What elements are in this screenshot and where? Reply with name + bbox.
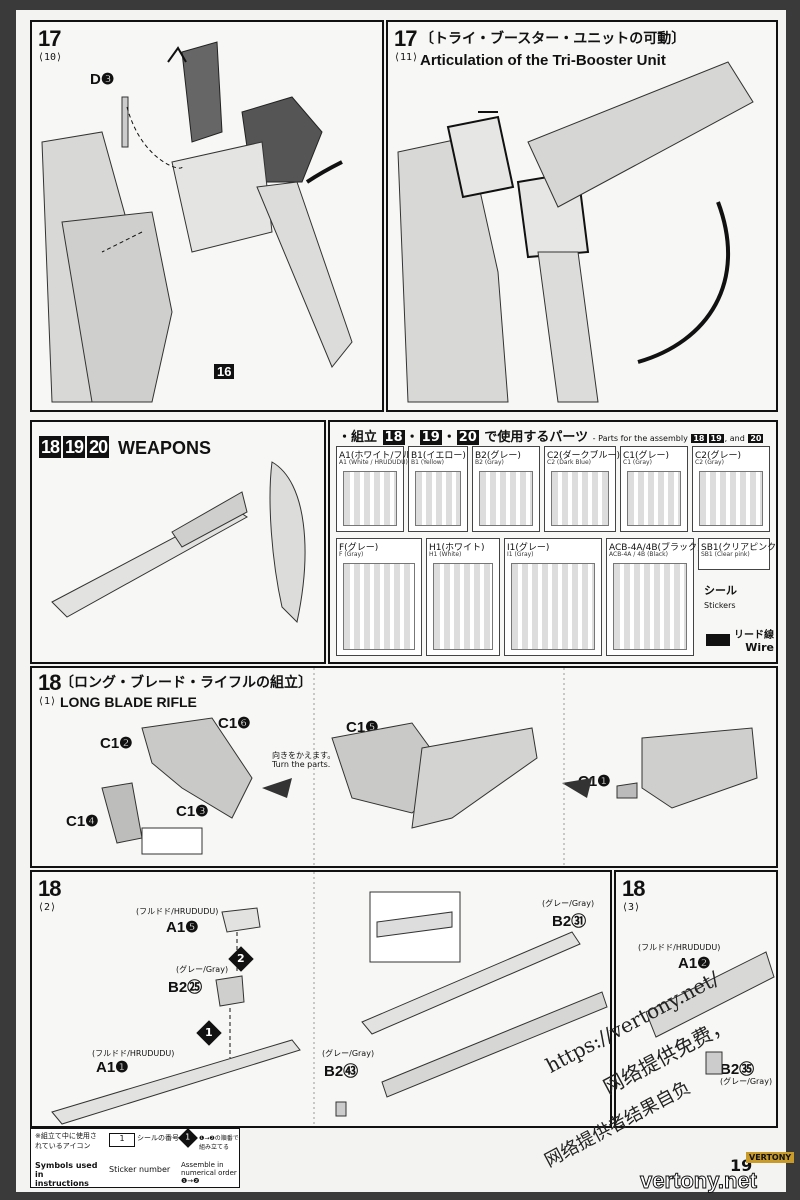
b243-color-note: (グレー/Gray) <box>322 1049 375 1058</box>
sub-step: ⟨2⟩ <box>38 902 57 913</box>
sub-step: ⟨3⟩ <box>622 902 641 913</box>
sticker-icon: 1 <box>109 1133 135 1147</box>
step-number: 18 <box>38 876 62 901</box>
step17-11-illustration <box>397 61 754 403</box>
sub-step: ⟨10⟩ <box>38 52 63 63</box>
step-title-jp: 〔ロング・ブレード・ライフルの組立〕 <box>60 675 312 691</box>
sticker-sheet <box>706 634 730 646</box>
step-number: 17 <box>38 26 62 51</box>
step17-10-panel: 17 ⟨10⟩ D❸ 16 <box>30 20 384 412</box>
step-title-en: Articulation of the Tri-Booster Unit <box>420 52 666 69</box>
parts-panel: ・組立 18・19・20 で使用するパーツ - Parts for the as… <box>328 420 778 664</box>
a15-color-note: (フルドド/HRUDUDU) <box>136 907 219 916</box>
part-runner-acb: ACB-4A/4B(ブラック)ACB-4A / 4B (Black) <box>606 538 701 656</box>
part-label-c13: C1❸ <box>176 803 209 820</box>
icon-legend: ※組立て中に使用されているアイコン Symbols used in instru… <box>30 1128 240 1188</box>
part-runner-a1: A1(ホワイト/フルドド)A1 (White / HRUDUDU) <box>336 446 433 532</box>
part-runner-sb1: SB1(クリアピンク)SB1 (Clear pink) <box>698 538 776 570</box>
b231-color-note: (グレー/Gray) <box>542 899 595 908</box>
part-runner-i1: I1(グレー)I1 (Gray) <box>504 538 602 656</box>
a12-color-note: (フルドド/HRUDUDU) <box>638 943 721 952</box>
step17-11-panel: 17 ⟨11⟩ 〔トライ・ブースター・ユニットの可動〕 Articulation… <box>386 20 778 412</box>
step-title-jp: 〔トライ・ブースター・ユニットの可動〕 <box>420 31 686 47</box>
b225-color-note: (グレー/Gray) <box>176 965 229 974</box>
part-runner-c2-darkblue: C2(ダークブルー)C2 (Dark Blue) <box>544 446 620 532</box>
part-runner-b2: B2(グレー)B2 (Gray) <box>472 446 540 532</box>
step18-2-panel: 18 ⟨2⟩ (フルドド/HRUDUDU) A1❺ (グレー/Gray) B2㉕… <box>30 870 612 1128</box>
step18-3-panel: 18 ⟨3⟩ (フルドド/HRUDUDU) A1❷ B2㉟ (グレー/Gray) <box>614 870 778 1128</box>
manual-page: 17 ⟨10⟩ D❸ 16 17 ⟨11⟩ 〔トライ・ブースター・ユニットの可動… <box>16 10 795 1194</box>
turn-parts-note-en: Turn the parts. <box>272 760 331 769</box>
step18-2-illustration <box>51 872 608 1126</box>
part-runner-c1: C1(グレー)C1 (Gray) <box>620 446 688 532</box>
step18-1-illustration <box>101 668 758 866</box>
turn-parts-note-jp: 向きをかえます。 <box>272 751 336 760</box>
part-label-d3: D❸ <box>90 71 115 88</box>
part-label-a11: A1❶ <box>96 1059 129 1076</box>
sub-step: ⟨1⟩ <box>38 696 57 707</box>
reference-step-16: 16 <box>214 364 235 379</box>
step-title-en: LONG BLADE RIFLE <box>60 694 197 710</box>
legend-title-en: Symbols used in instructions <box>35 1161 98 1188</box>
part-label-c12: C1❷ <box>100 735 133 752</box>
step-number: 18 <box>622 876 646 901</box>
watermark-site: vertony.net <box>640 1168 758 1194</box>
part-label-c16: C1❻ <box>218 715 251 732</box>
brand-badge: VERTONY <box>746 1152 795 1163</box>
order-icon: 1 <box>178 1128 198 1148</box>
part-runner-c2-gray: C2(グレー)C2 (Gray) <box>692 446 770 532</box>
b235-color-note: (グレー/Gray) <box>720 1077 773 1086</box>
step18-1-panel: 18 ⟨1⟩ 〔ロング・ブレード・ライフルの組立〕 LONG BLADE RIF… <box>30 666 778 868</box>
part-runner-f: F(グレー)F (Gray) <box>336 538 422 656</box>
part-label-b225: B2㉕ <box>168 979 203 996</box>
step17-10-illustration <box>41 41 353 403</box>
legend-sticker-jp: シールの番号 <box>137 1134 179 1142</box>
part-label-a12: A1❷ <box>678 955 711 972</box>
part-label-a15: A1❺ <box>166 919 199 936</box>
step-number: 18 <box>38 670 62 695</box>
legend-sticker-en: Sticker number <box>109 1165 171 1174</box>
legend-title-jp: ※組立て中に使用されているアイコン <box>35 1132 97 1150</box>
sub-step: ⟨11⟩ <box>394 52 419 63</box>
part-label-c14: C1❹ <box>66 813 99 830</box>
weapons-illustration <box>51 461 306 624</box>
step18-3-illustration <box>645 951 775 1075</box>
part-label-b231: B2㉛ <box>552 913 587 930</box>
part-runner-h1: H1(ホワイト)H1 (White) <box>426 538 500 656</box>
part-runner-b1: B1(イエロー)B1 (Yellow) <box>408 446 468 532</box>
a11-color-note: (フルドド/HRUDUDU) <box>92 1049 175 1058</box>
legend-order-jp: ❶→❷の順番で組み立てる <box>199 1135 239 1151</box>
part-label-b235: B2㉟ <box>720 1061 755 1078</box>
part-label-b243: B2㊸ <box>324 1063 359 1080</box>
parts-heading: ・組立 18・19・20 で使用するパーツ - Parts for the as… <box>338 430 764 445</box>
legend-order-en: Assemble in numerical order ❶→❷ <box>181 1161 237 1185</box>
step-number: 17 <box>394 26 418 51</box>
weapons-title: WEAPONS <box>118 438 212 458</box>
